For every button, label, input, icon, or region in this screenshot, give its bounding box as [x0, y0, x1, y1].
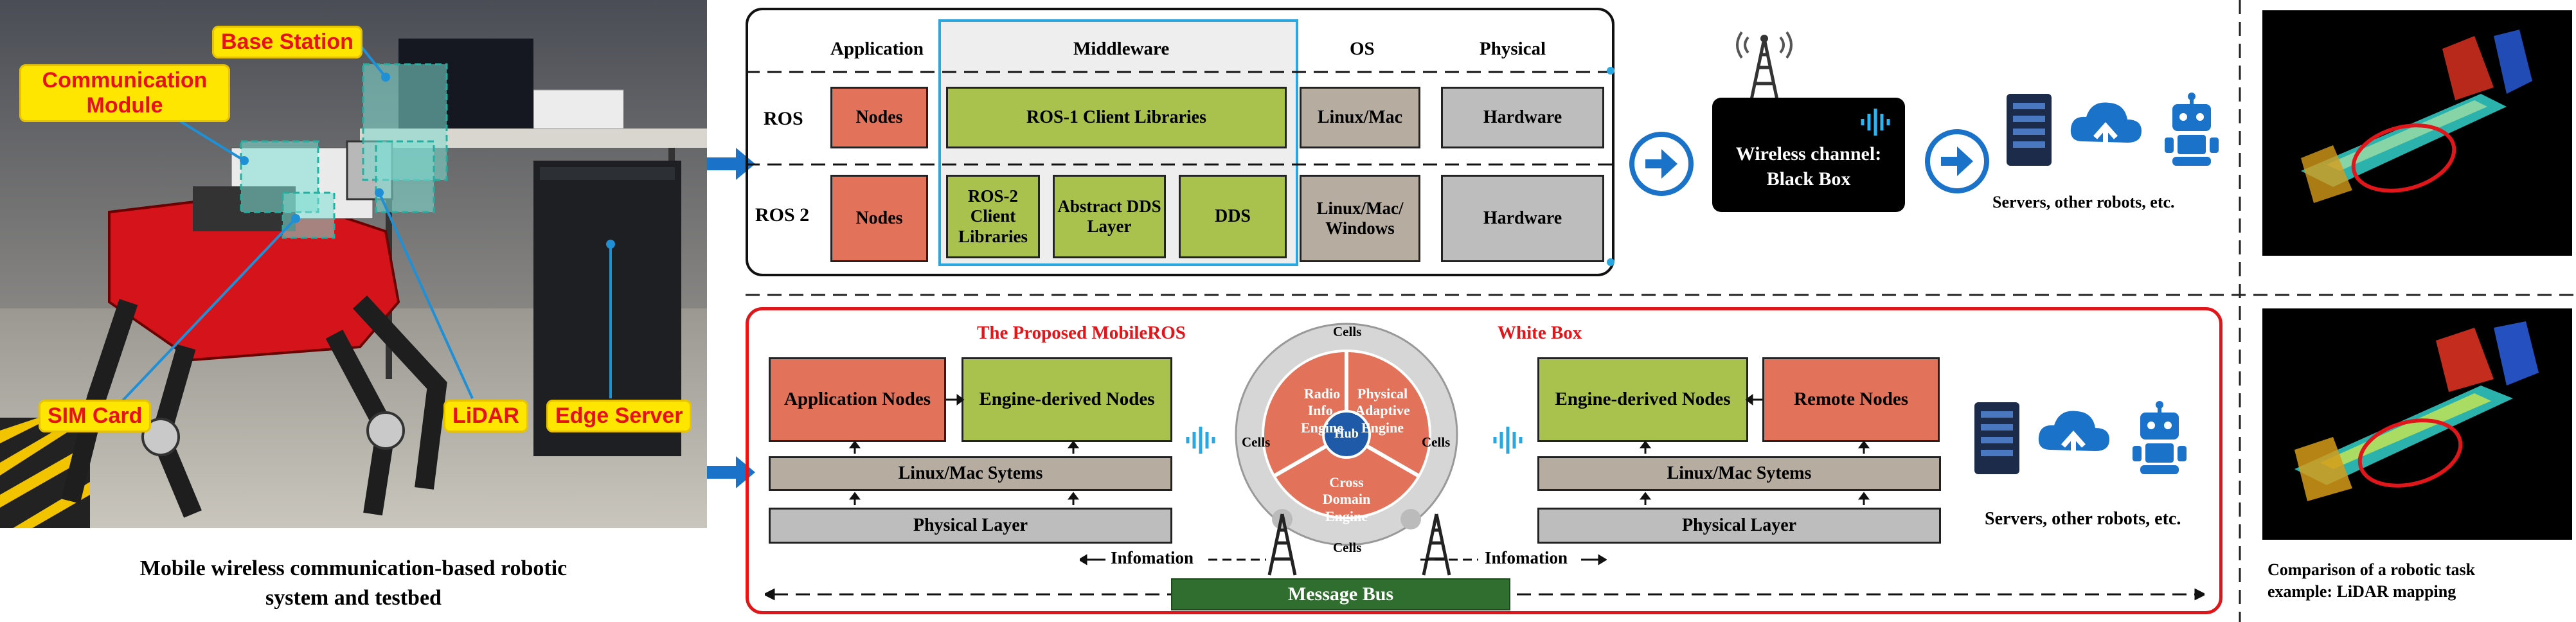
communication-module-label: Communication Module [19, 64, 230, 123]
testbed-caption-line1: Mobile wireless communication-based robo… [139, 556, 568, 580]
cells-label-bottom: Cells [1333, 540, 1362, 555]
ros2-nodes: Nodes [830, 175, 928, 262]
server-icon [2007, 94, 2052, 166]
ros2-dds: DDS [1179, 175, 1287, 258]
ros2-abstract-dds: Abstract DDS Layer [1053, 175, 1166, 258]
vertical-divider [2239, 0, 2241, 622]
lidar-map-top [2262, 10, 2572, 256]
sim-card-label: SIM Card [39, 400, 152, 433]
comparison-caption: Comparison of a robotic task example: Li… [2267, 559, 2475, 603]
header-physical: Physical [1480, 39, 1546, 59]
wireless-channel-line1: Wireless channel: [1735, 143, 1882, 164]
section-divider [746, 294, 2576, 296]
stack-connectors [849, 394, 1870, 505]
hub-diagram [1235, 323, 1458, 546]
wireless-channel-line2: Black Box [1766, 168, 1851, 190]
message-bus: Message Bus [1171, 578, 1510, 610]
ros1-client-libraries: ROS-1 Client Libraries [946, 87, 1287, 148]
hub-center: Hub [1334, 427, 1359, 441]
information-label-right: Infomation [1485, 548, 1568, 567]
wireless-channel-label: Wireless channel: Black Box [1712, 141, 1905, 191]
wireless-channel-box [1712, 98, 1905, 212]
cells-label-top: Cells [1333, 324, 1362, 339]
mobileros-panel [746, 307, 2223, 614]
servers-icons-top [2007, 93, 2219, 166]
mobileros-title: The Proposed MobileROS [977, 323, 1186, 343]
row-dividers [746, 67, 1614, 266]
testbed-photo: Base Station Communication Module SIM Ca… [0, 0, 707, 528]
engine-derived-nodes-right: Engine-derived Nodes [1537, 357, 1748, 442]
cross-domain-engine: Cross Domain Engine [1322, 474, 1371, 524]
physical-layer-left: Physical Layer [769, 508, 1172, 544]
edge-server-label: Edge Server [546, 400, 692, 433]
robot-icon [2133, 401, 2187, 474]
cells-label-right: Cells [1422, 434, 1451, 450]
robot-icon [2165, 93, 2219, 166]
os-left: Linux/Mac Sytems [769, 456, 1172, 491]
right-arrow-icon [707, 456, 755, 488]
information-arrows [1080, 554, 1607, 565]
white-box-label: White Box [1498, 323, 1582, 343]
cell-tower-icon [1267, 513, 1297, 576]
ros1-nodes: Nodes [830, 87, 928, 148]
flow-arrows [707, 148, 755, 488]
row-label-ros2: ROS 2 [755, 204, 810, 226]
testbed-caption-line2: system and testbed [265, 585, 442, 610]
testbed-caption: Mobile wireless communication-based robo… [0, 554, 707, 613]
header-middleware: Middleware [1073, 39, 1170, 59]
application-nodes: Application Nodes [769, 357, 946, 442]
radio-info-engine: Radio Info. Engine [1300, 386, 1344, 436]
servers-label-top: Servers, other robots, etc. [1992, 193, 2175, 211]
ros-stack-panel [746, 8, 1614, 276]
ros2-os: Linux/Mac/ Windows [1300, 175, 1420, 262]
ros1-os: Linux/Mac [1300, 87, 1420, 148]
servers-label-bottom: Servers, other robots, etc. [1985, 509, 2181, 529]
lidar-map-bottom [2262, 308, 2572, 540]
cloud-upload-icon [2038, 411, 2109, 469]
base-station-label: Base Station [212, 26, 362, 59]
remote-nodes: Remote Nodes [1762, 357, 1940, 442]
server-icon [1974, 402, 2019, 474]
cells-label-left: Cells [1242, 434, 1271, 450]
comparison-caption-line2: example: LiDAR mapping [2267, 582, 2456, 601]
information-label-left: Infomation [1111, 548, 1194, 567]
cloud-upload-icon [2070, 102, 2142, 161]
header-application: Application [830, 39, 924, 59]
signal-wave-icon [1186, 427, 1215, 454]
header-os: OS [1350, 39, 1375, 59]
ros1-hardware: Hardware [1441, 87, 1604, 148]
os-right: Linux/Mac Sytems [1537, 456, 1941, 491]
comparison-caption-line1: Comparison of a robotic task [2267, 560, 2476, 579]
circle-arrow-icon [1925, 129, 1989, 193]
ros2-hardware: Hardware [1441, 175, 1604, 262]
row-label-ros: ROS [764, 108, 803, 129]
ros2-client-libraries: ROS-2 Client Libraries [946, 175, 1040, 258]
signal-wave-icon [1493, 427, 1523, 454]
physical-adaptive-engine: Physical Adaptive Engine [1355, 386, 1410, 436]
physical-layer-right: Physical Layer [1537, 508, 1941, 544]
lidar-label: LiDAR [443, 400, 528, 433]
right-arrow-icon [707, 148, 755, 180]
cell-tower-icon [1736, 31, 1793, 100]
signal-wave-icon [1861, 109, 1890, 136]
engine-derived-nodes-left: Engine-derived Nodes [962, 357, 1172, 442]
circle-arrow-icon [1629, 132, 1694, 196]
servers-icons-bottom [1974, 401, 2187, 474]
